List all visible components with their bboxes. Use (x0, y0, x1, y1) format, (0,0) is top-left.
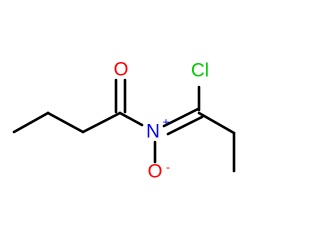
bond-nitrogen-carbon-double-a (162, 107, 200, 128)
charge-label-nitrogen: + (162, 115, 169, 129)
bond-carbonyl-nitrogen (118, 111, 144, 127)
charge-label-oxide: - (166, 160, 170, 174)
bond-c4-c3 (12, 111, 50, 134)
atom-label-chlorine: Cl (191, 61, 209, 82)
bond-c-ethyl1 (197, 111, 236, 135)
atom-label-oxide-oxygen: O (148, 162, 163, 183)
bond-nitrogen-carbon-double-b (166, 115, 204, 136)
atom-label-carbonyl-oxygen: O (114, 60, 129, 81)
atom-label-nitrogen: N (146, 122, 160, 143)
bond-c3-c2 (46, 111, 85, 134)
structure-diagram: O Cl N + O - (12, 60, 236, 183)
bond-c2-c1 (81, 111, 122, 134)
